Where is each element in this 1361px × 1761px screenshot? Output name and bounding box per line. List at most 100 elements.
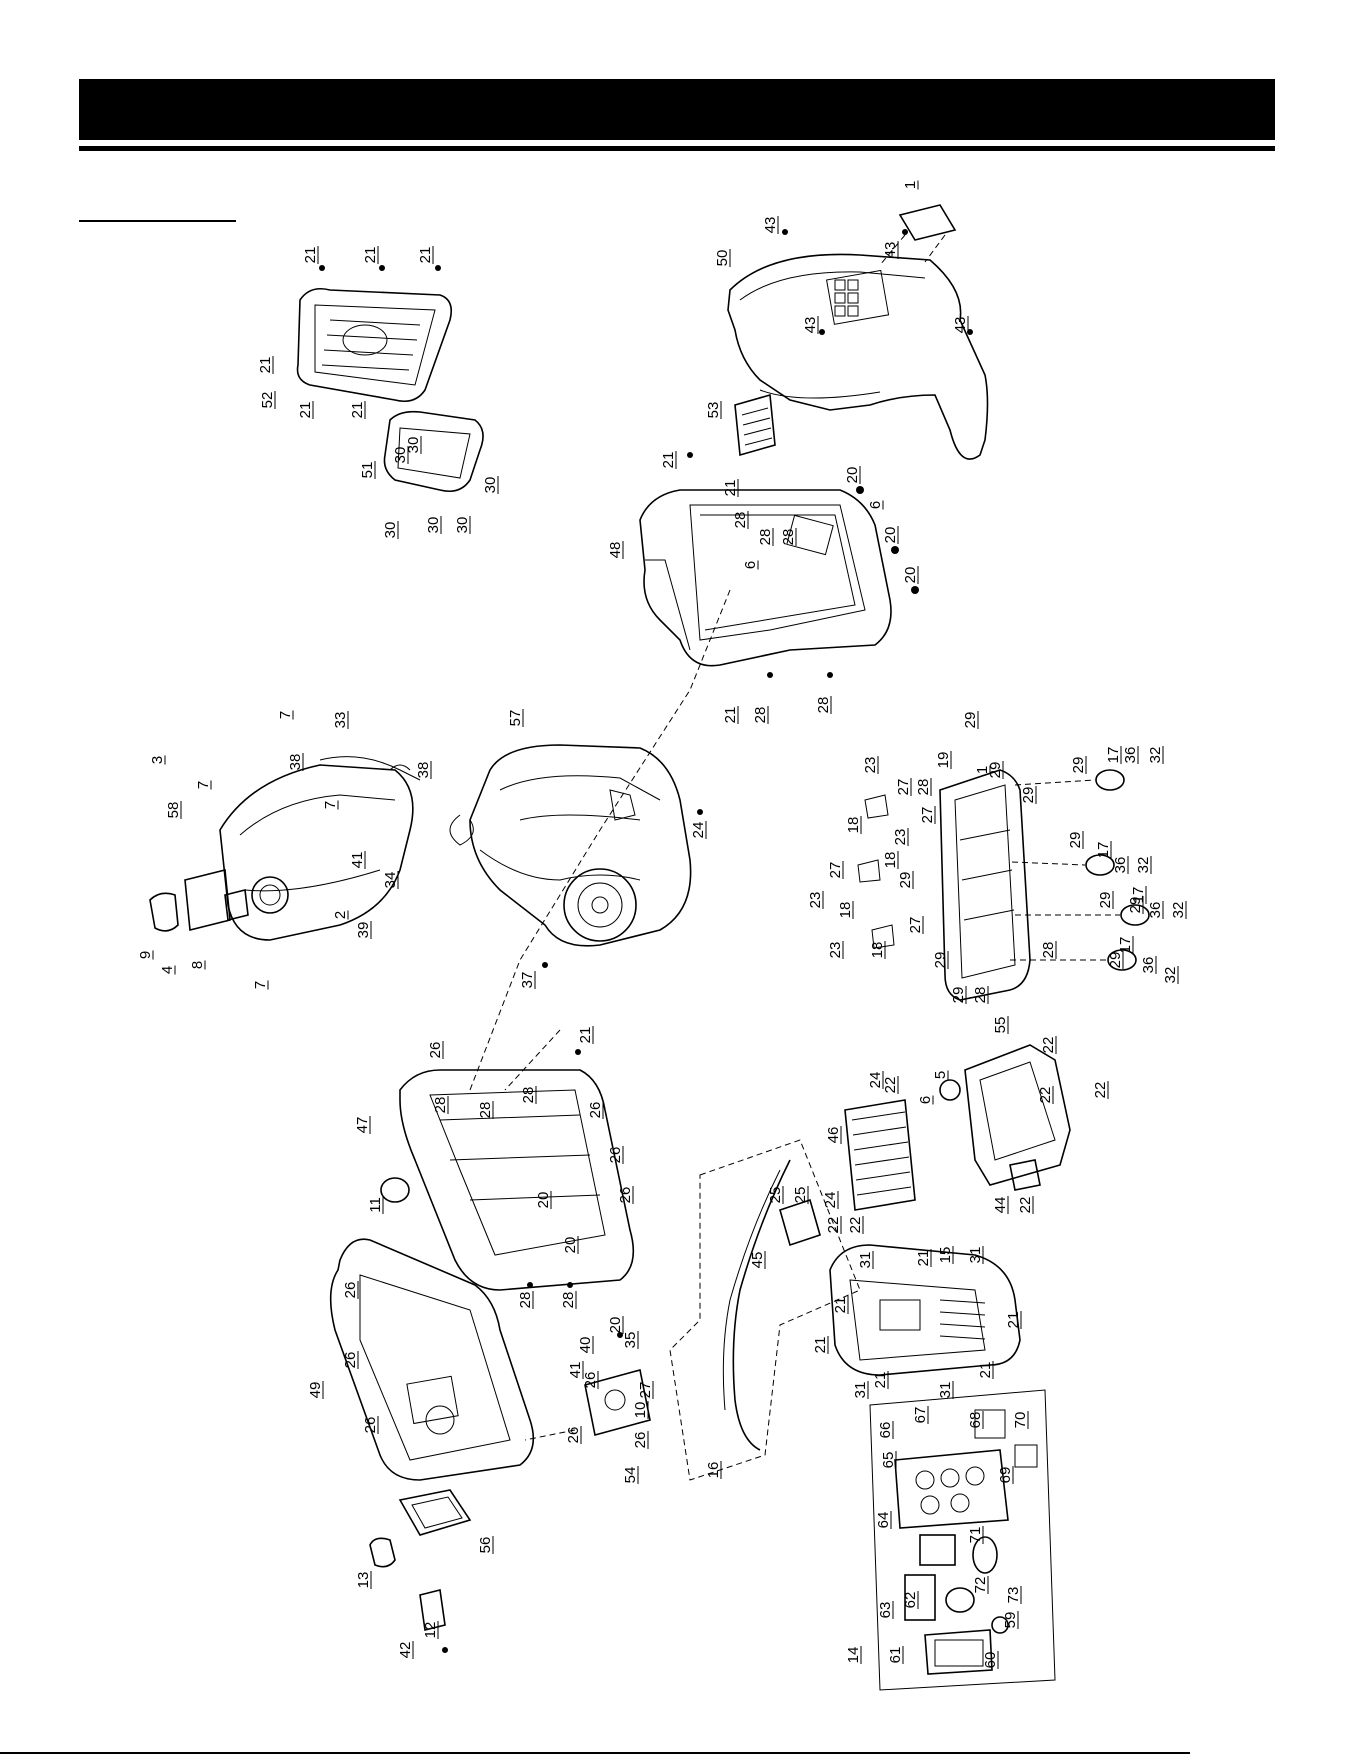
part-label-30: 30 xyxy=(482,476,499,494)
part-label-52: 52 xyxy=(259,391,276,409)
section-rule xyxy=(79,220,236,222)
part-label-text: 21 xyxy=(362,247,379,264)
part-label-text: 28 xyxy=(752,707,769,724)
part-label-text: 51 xyxy=(359,462,376,479)
part-label-28: 28 xyxy=(1040,941,1057,959)
part-label-text: 40 xyxy=(577,1337,594,1354)
part-label-26: 26 xyxy=(582,1371,599,1389)
part-label-text: 1 xyxy=(902,181,919,189)
part-label-text: 38 xyxy=(287,754,304,771)
part-label-46: 46 xyxy=(825,1126,842,1144)
part-label-text: 59 xyxy=(1002,1612,1019,1629)
part-label-51: 51 xyxy=(359,461,376,479)
part-label-text: 22 xyxy=(1040,1037,1057,1054)
part-label-55: 55 xyxy=(992,1016,1009,1034)
part-label-text: 72 xyxy=(972,1577,989,1594)
part-label-18: 18 xyxy=(869,941,886,959)
part-label-29: 29 xyxy=(987,761,1004,779)
part-label-67: 67 xyxy=(912,1406,929,1424)
part-label-19: 19 xyxy=(935,751,952,769)
part-label-text: 64 xyxy=(875,1512,892,1529)
part-label-64: 64 xyxy=(875,1511,892,1529)
part-label-1: 1 xyxy=(974,765,991,775)
part-label-text: 21 xyxy=(915,1250,932,1267)
part-label-text: 28 xyxy=(972,987,989,1004)
part-label-22: 22 xyxy=(1017,1196,1034,1214)
part-label-text: 23 xyxy=(892,829,909,846)
part-label-26: 26 xyxy=(362,1416,379,1434)
part-label-69: 69 xyxy=(997,1466,1014,1484)
part-label-text: 26 xyxy=(342,1282,359,1299)
control-housing-part xyxy=(829,1244,1021,1376)
part-label-text: 27 xyxy=(637,1382,654,1399)
rear-cover-part xyxy=(329,1238,535,1481)
part-label-text: 20 xyxy=(882,527,899,544)
part-label-text: 56 xyxy=(477,1537,494,1554)
part-label-41: 41 xyxy=(349,851,366,869)
part-label-21: 21 xyxy=(297,401,314,419)
part-label-text: 7 xyxy=(195,781,212,789)
part-label-text: 21 xyxy=(832,1297,849,1314)
part-label-text: 30 xyxy=(425,517,442,534)
part-label-text: 22 xyxy=(1092,1082,1109,1099)
part-label-68: 68 xyxy=(967,1411,984,1429)
part-label-text: 13 xyxy=(355,1572,372,1589)
part-label-text: 67 xyxy=(912,1407,929,1424)
part-label-6: 6 xyxy=(867,500,884,510)
part-label-text: 43 xyxy=(762,217,779,234)
part-label-text: 36 xyxy=(1147,902,1164,919)
part-label-33: 33 xyxy=(332,711,349,729)
part-label-29: 29 xyxy=(962,711,979,729)
part-label-text: 27 xyxy=(919,807,936,824)
part-label-text: 39 xyxy=(355,922,372,939)
part-label-7: 7 xyxy=(195,780,212,790)
part-label-30: 30 xyxy=(382,521,399,539)
base-frame-part xyxy=(857,769,1150,1001)
part-label-text: 21 xyxy=(977,1362,994,1379)
top-cover-part xyxy=(727,204,989,460)
part-label-21: 21 xyxy=(257,356,274,374)
header-rule xyxy=(79,146,1275,151)
part-label-text: 35 xyxy=(622,1332,639,1349)
part-label-21: 21 xyxy=(915,1249,932,1267)
part-label-28: 28 xyxy=(972,986,989,1004)
part-label-21: 21 xyxy=(977,1361,994,1379)
part-label-text: 6 xyxy=(917,1096,934,1104)
part-label-21: 21 xyxy=(722,479,739,497)
part-label-text: 21 xyxy=(722,707,739,724)
part-label-text: 21 xyxy=(257,357,274,374)
part-label-21: 21 xyxy=(302,246,319,264)
part-label-text: 17 xyxy=(1095,842,1112,859)
part-label-text: 10 xyxy=(632,1402,649,1419)
part-label-text: 24 xyxy=(867,1072,884,1089)
part-label-text: 43 xyxy=(802,317,819,334)
part-label-text: 21 xyxy=(660,452,677,469)
part-label-6: 6 xyxy=(917,1095,934,1105)
part-label-text: 7 xyxy=(252,981,269,989)
part-label-60: 60 xyxy=(982,1651,999,1669)
part-label-21: 21 xyxy=(349,401,366,419)
part-label-text: 24 xyxy=(822,1192,839,1209)
part-label-21: 21 xyxy=(1005,1311,1022,1329)
part-label-text: 25 xyxy=(767,1187,784,1204)
part-label-text: 3 xyxy=(149,756,166,764)
part-label-text: 28 xyxy=(560,1292,577,1309)
part-label-18: 18 xyxy=(845,816,862,834)
part-label-11: 11 xyxy=(367,1196,384,1214)
part-label-23: 23 xyxy=(862,756,879,774)
part-label-45: 45 xyxy=(749,1251,766,1269)
part-label-62: 62 xyxy=(902,1591,919,1609)
part-label-21: 21 xyxy=(362,246,379,264)
part-label-text: 36 xyxy=(1112,857,1129,874)
part-label-text: 32 xyxy=(1162,967,1179,984)
part-label-44: 44 xyxy=(992,1196,1009,1214)
part-label-text: 49 xyxy=(307,1382,324,1399)
part-label-43: 43 xyxy=(952,316,969,334)
part-label-31: 31 xyxy=(937,1381,954,1399)
part-label-10: 10 xyxy=(632,1401,649,1419)
part-label-53: 53 xyxy=(705,401,722,419)
part-label-text: 37 xyxy=(519,972,536,989)
hardware-dots xyxy=(319,229,973,1653)
wiring-harness-part xyxy=(669,1139,861,1481)
